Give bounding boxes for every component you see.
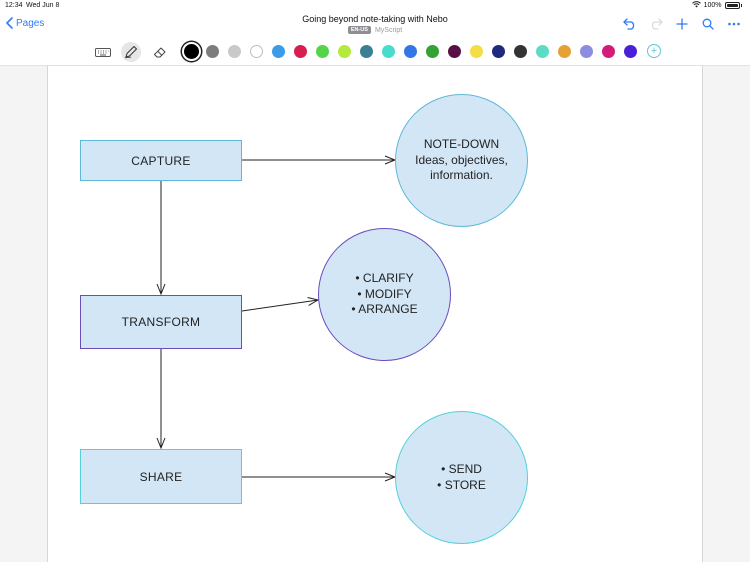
- redo-icon[interactable]: [648, 16, 664, 32]
- note-down-circle[interactable]: NOTE-DOWN Ideas, objectives, information…: [395, 94, 528, 227]
- pen-icon[interactable]: [121, 42, 141, 62]
- back-button[interactable]: Pages: [6, 17, 44, 29]
- language-badge[interactable]: EN-US: [347, 26, 371, 34]
- color-swatch[interactable]: [469, 45, 483, 58]
- color-swatch[interactable]: [250, 45, 264, 58]
- send-line: • SEND: [441, 462, 482, 476]
- title-area: Going beyond note-taking with Nebo EN-US…: [0, 14, 750, 34]
- transform-label: TRANSFORM: [121, 315, 201, 329]
- color-swatch[interactable]: [316, 45, 330, 58]
- color-swatch[interactable]: [382, 45, 396, 58]
- toolbar-divider: [0, 65, 750, 66]
- keyboard-icon[interactable]: [93, 42, 113, 62]
- color-swatch[interactable]: [535, 45, 549, 58]
- nav-actions: [622, 16, 742, 32]
- chevron-left-icon: [6, 17, 13, 29]
- note-page[interactable]: CAPTURE TRANSFORM SHARE NOTE-DOWN Ideas,…: [47, 66, 703, 562]
- status-date: Wed Jun 8: [26, 2, 60, 9]
- search-icon[interactable]: [700, 16, 716, 32]
- arrow-transform-to-clarify: [241, 300, 318, 312]
- color-swatch[interactable]: [579, 45, 593, 58]
- back-label: Pages: [16, 17, 45, 29]
- capture-label: CAPTURE: [131, 153, 191, 168]
- color-swatch[interactable]: [601, 45, 615, 58]
- wifi-icon: [691, 1, 701, 10]
- color-swatch[interactable]: [425, 45, 439, 58]
- navigation-bar: Pages Going beyond note-taking with Nebo…: [0, 12, 750, 38]
- color-swatch[interactable]: [338, 45, 352, 58]
- clarify-line: • ARRANGE: [351, 302, 418, 317]
- clarify-line: • CLARIFY: [355, 271, 414, 286]
- color-swatch[interactable]: [623, 45, 637, 58]
- capture-box[interactable]: CAPTURE: [80, 140, 242, 181]
- share-label: SHARE: [139, 469, 183, 484]
- status-time: 12:34: [5, 2, 23, 9]
- share-box[interactable]: SHARE: [80, 449, 242, 504]
- pen-toolbar: [0, 40, 750, 64]
- status-bar: 12:34 Wed Jun 8 100%: [0, 0, 750, 12]
- battery-percent: 100%: [703, 2, 722, 9]
- note-down-line: information.: [430, 168, 493, 183]
- note-down-line: NOTE-DOWN: [423, 137, 500, 152]
- status-right: 100%: [691, 1, 742, 10]
- color-swatch[interactable]: [447, 45, 461, 58]
- add-icon[interactable]: [674, 16, 690, 32]
- undo-icon[interactable]: [622, 16, 638, 32]
- color-swatch[interactable]: [491, 45, 505, 58]
- color-swatch[interactable]: [228, 45, 242, 58]
- eraser-icon[interactable]: [150, 42, 170, 62]
- color-swatch[interactable]: [181, 42, 201, 61]
- recognition-info: EN-US MyScript: [0, 26, 750, 34]
- note-down-line: Ideas, objectives,: [415, 152, 508, 167]
- transform-box[interactable]: TRANSFORM: [80, 295, 242, 349]
- engine-label: MyScript: [374, 26, 403, 34]
- battery-icon: [724, 2, 740, 9]
- color-swatch[interactable]: [360, 45, 374, 58]
- color-swatch[interactable]: [206, 45, 220, 58]
- clarify-line: • MODIFY: [357, 286, 412, 301]
- diagram-connectors: [48, 66, 704, 562]
- battery-nub: [740, 4, 742, 7]
- color-swatch[interactable]: [404, 45, 417, 58]
- color-swatch[interactable]: [294, 45, 308, 58]
- color-swatch[interactable]: [557, 45, 571, 58]
- color-swatch[interactable]: [272, 45, 286, 58]
- send-line: • STORE: [437, 477, 486, 492]
- document-title[interactable]: Going beyond note-taking with Nebo: [302, 14, 448, 24]
- send-circle[interactable]: • SEND • STORE: [395, 411, 528, 544]
- more-icon[interactable]: [726, 16, 742, 32]
- clarify-circle[interactable]: • CLARIFY • MODIFY • ARRANGE: [318, 228, 451, 361]
- color-swatch[interactable]: [513, 45, 527, 58]
- add-color-button[interactable]: +: [647, 44, 661, 58]
